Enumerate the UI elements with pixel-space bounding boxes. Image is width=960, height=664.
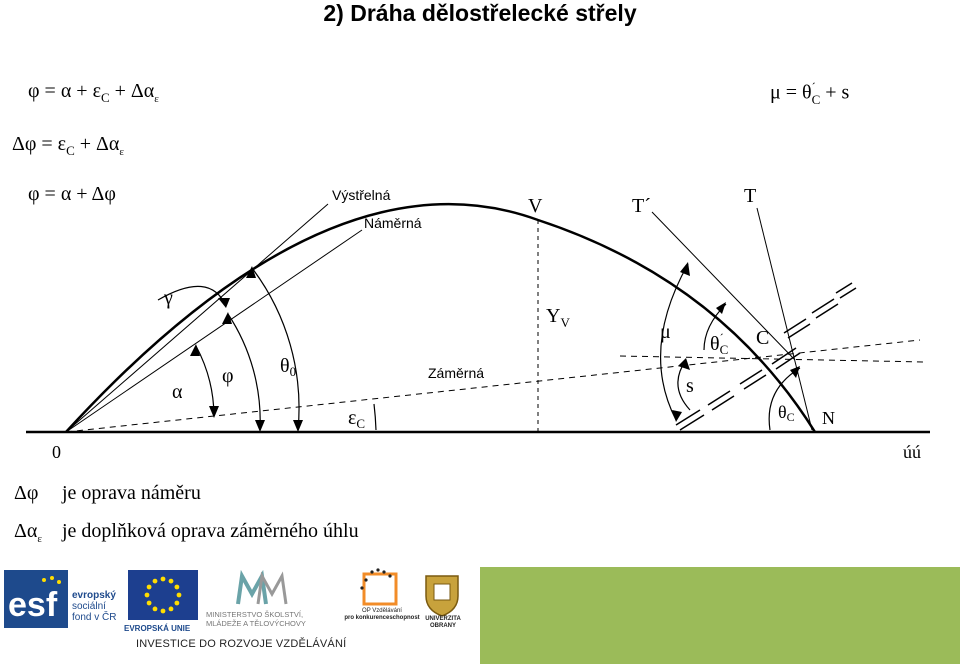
eu-star <box>174 600 180 606</box>
tangent-T-line <box>756 207 813 431</box>
uo-caption-line: UNIVERZITA <box>425 616 461 622</box>
uo-caption-line: OBRANY <box>429 623 456 629</box>
namerna-line <box>65 229 363 433</box>
op-caption-line: pro konkurenceschopnost <box>344 615 420 621</box>
formula-phi-short: φ = α + Δφ <box>28 183 116 205</box>
arrowheads <box>190 262 800 432</box>
eu-star <box>144 592 150 598</box>
label-gamma: γ <box>163 287 173 309</box>
esf-logo-text: esf <box>8 586 58 624</box>
eu-star <box>152 578 158 584</box>
esf-caption: evropský sociální fond v ČR <box>72 590 116 623</box>
note-symbol: Δαε <box>14 520 42 545</box>
msmt-caption-line: MLÁDEŽE A TĚLOVÝCHOVY <box>206 619 306 628</box>
label-T-prime: T´ <box>632 195 651 217</box>
investice-caption: INVESTICE DO ROZVOJE VZDĚLÁVÁNÍ <box>136 638 347 650</box>
label-thetaC: θC <box>778 402 795 424</box>
horizontal-dashed-line <box>619 355 926 363</box>
tangent-T-prime-line <box>651 211 796 361</box>
logo-strip: esf evropský sociální fond v ČR EVROPSKÁ… <box>0 566 480 664</box>
eu-star <box>174 584 180 590</box>
label-uu: úú <box>903 442 921 462</box>
uo-caption: UNIVERZITA OBRANY <box>418 616 468 630</box>
trajectory-diagram: Výstřelná Náměrná Záměrná V YV T´ T C N … <box>26 185 930 462</box>
eu-star <box>146 584 152 590</box>
parallel-double-line <box>675 282 857 431</box>
label-alpha: α <box>172 381 183 403</box>
note-text: je oprava náměru <box>62 482 201 504</box>
label-zamerna: Záměrná <box>428 365 484 381</box>
eu-star <box>160 608 166 614</box>
msmt-caption-line: MINISTERSTVO ŠKOLSTVÍ, <box>206 610 304 619</box>
label-mu: μ <box>660 321 671 343</box>
label-epsC: εC <box>348 407 365 431</box>
angle-arcs <box>157 263 801 431</box>
note-text: je doplňková oprava záměrného úhlu <box>62 520 359 542</box>
esf-caption-line: evropský <box>72 590 116 601</box>
label-phi: φ <box>222 365 234 387</box>
esf-caption-line: sociální <box>72 601 106 612</box>
msmt-caption: MINISTERSTVO ŠKOLSTVÍ, MLÁDEŽE A TĚLOVÝC… <box>206 610 306 628</box>
eu-caption: EVROPSKÁ UNIE <box>124 624 191 633</box>
note-delta-alpha: Δαε je doplňková oprava záměrného úhlu <box>14 520 359 545</box>
label-T: T <box>744 185 756 207</box>
page-title: 2) Dráha dělostřelecké střely <box>323 0 637 26</box>
formula-mu: μ = θ´C + s <box>770 80 850 107</box>
label-C: C <box>756 327 769 349</box>
label-Yv: YV <box>546 305 570 330</box>
esf-logo: esf <box>4 570 68 628</box>
label-thetaC-prime: θ´C <box>710 331 728 357</box>
eu-flag-icon <box>128 570 198 620</box>
eu-star <box>146 600 152 606</box>
note-delta-phi: Δφ je oprava náměru <box>14 482 201 505</box>
zamerna-line <box>65 339 921 433</box>
uo-crest-icon <box>420 570 464 618</box>
note-symbol: Δφ <box>14 482 39 504</box>
op-caption: OP Vzdělávání pro konkurenceschopnost <box>332 608 432 622</box>
eu-star <box>176 592 182 598</box>
label-N: N <box>822 408 835 428</box>
eu-star <box>168 578 174 584</box>
esf-caption-line: fond v ČR <box>72 612 117 623</box>
vystrelna-line <box>65 203 329 433</box>
label-s: s <box>686 375 694 397</box>
msmt-logo <box>206 569 326 626</box>
green-panel <box>480 567 960 664</box>
trajectory-curve <box>65 202 817 433</box>
label-vystrelna: Výstřelná <box>332 187 391 203</box>
formula-delta-phi: Δφ = εC + Δαε <box>12 133 125 158</box>
label-namerna: Náměrná <box>364 215 422 231</box>
eu-star <box>160 576 166 582</box>
eu-star <box>152 606 158 612</box>
op-caption-line: OP Vzdělávání <box>362 608 402 614</box>
label-O: 0 <box>52 442 61 462</box>
label-V: V <box>528 195 543 217</box>
eu-star <box>168 606 174 612</box>
op-logo <box>346 566 416 626</box>
formula-phi-full: φ = α + εC + Δαε <box>28 80 159 105</box>
